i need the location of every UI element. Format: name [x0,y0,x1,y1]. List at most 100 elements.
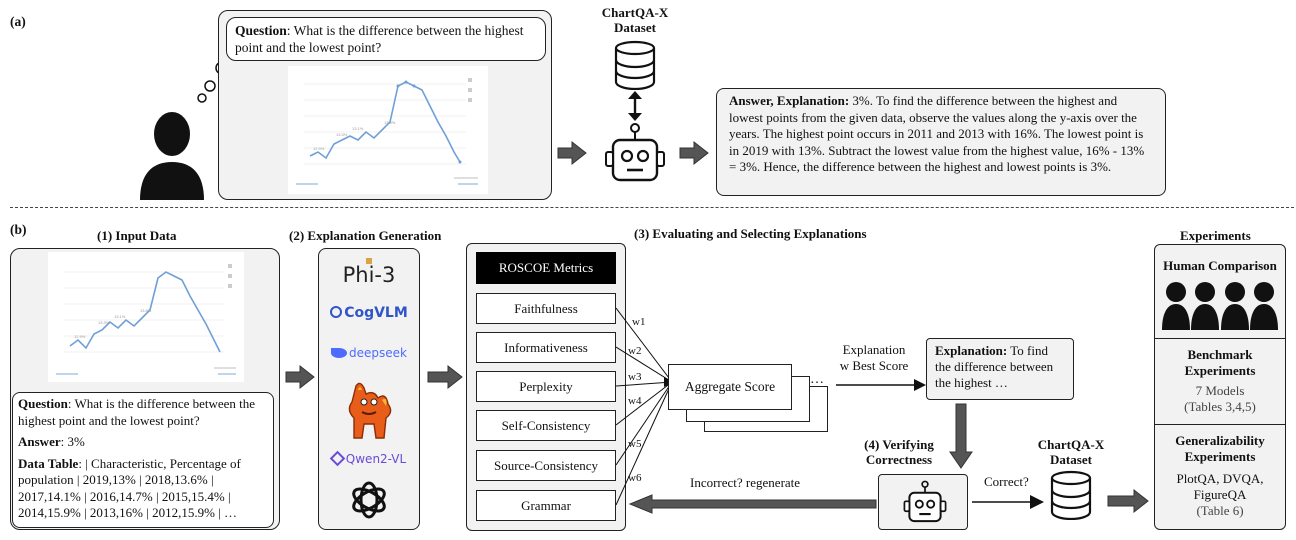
generalizability-datasets-line1: PlotQA, DVQA, [1176,471,1264,486]
generalizability-section: Generalizability Experiments PlotQA, DVQ… [1154,433,1286,519]
metric-source-consistency: Source-Consistency [476,450,616,481]
aggregate-score-label: Aggregate Score [684,379,776,394]
robot-icon-b [903,480,947,523]
chart-thumbnail-b: 12.9% 13.3% 13.1% 13.8% [48,252,244,382]
input-data-title: (1) Input Data [97,228,177,243]
data-table-label: Data Table [18,455,79,471]
weight-w6: w6 [628,472,642,484]
arrow-to-robot-a [557,140,587,166]
verify-title-line2: Correctness [865,452,933,467]
arrow-to-experiments [1107,488,1149,514]
generalizability-table: (Table 6) [1196,503,1244,518]
phi3-logo: Phi-3 [318,258,420,286]
weight-w1: w1 [632,316,646,328]
experiments-divider-2 [1154,424,1286,425]
qwen-label: Qwen2-VL [345,452,407,466]
chart-thumbnail-a: 12.9%13.3%13.1%13.8% [288,66,488,194]
phi3-label: Phi-3 [342,263,396,287]
deepseek-logo: deepseek [318,346,420,360]
arrow-to-answer-a [679,140,709,166]
qwen-icon [329,450,346,467]
arrow-regenerate [628,494,877,514]
arrow-to-evaluation [427,364,463,390]
dataset-title-a: ChartQA-X Dataset [590,5,680,35]
svg-text:13.8%: 13.8% [140,308,152,313]
dataset-title-line1-b: ChartQA-X [1037,437,1105,452]
weight-w2: w2 [628,345,642,357]
question-text-b: : What is the difference between the hig… [18,396,256,428]
weight-w5: w5 [628,438,642,450]
aggregate-score-card: Aggregate Score [668,364,792,410]
cogvlm-icon [330,306,343,318]
best-score-label: Explanation w Best Score [826,342,922,374]
svg-text:13.3%: 13.3% [98,320,110,325]
dataset-title-b: ChartQA-X Dataset [1026,437,1116,467]
metric-informativeness: Informativeness [476,332,616,363]
generalizability-datasets-line2: FigureQA [1193,487,1247,502]
experiments-divider-1 [1154,338,1286,339]
verify-title-line1: (4) Verifying [864,437,934,452]
dataset-title-line2-b: Dataset [1050,452,1092,467]
bidirectional-arrow-icon [628,91,642,121]
generalizability-title-line2: Experiments [1184,449,1256,464]
openai-logo-icon [352,481,386,519]
human-comparison-title: Human Comparison [1163,258,1277,273]
input-text-box: Question: What is the difference between… [12,392,274,528]
question-label-b: Question [18,396,68,411]
section-b-label: (b) [10,222,27,237]
database-icon-a [614,40,656,90]
deepseek-whale-icon [331,348,348,358]
people-group-icon [1162,282,1278,330]
best-score-line1: Explanation [842,342,906,357]
section-a-label: (a) [10,14,26,29]
qwen-logo: Qwen2-VL [318,450,420,467]
arrow-to-best-explanation [836,379,926,391]
weight-w3: w3 [628,371,642,383]
explanation-generation-title: (2) Explanation Generation [289,228,442,243]
best-score-line2: w Best Score [839,358,909,373]
llama-mascot-icon [348,382,392,439]
robot-icon-a [605,123,665,182]
arrow-to-generation [285,364,315,390]
answer-text-a: 3%. To find the difference between the h… [729,93,1145,174]
answer-label-a: Answer, Explanation: [729,93,850,108]
benchmark-tables: (Tables 3,4,5) [1184,399,1256,414]
question-text-a: : What is the difference between the hig… [235,23,524,55]
experiments-title: Experiments [1180,228,1251,243]
svg-text:13.8%: 13.8% [384,120,396,125]
person-icon [140,112,204,200]
dataset-title-line2-a: Dataset [614,20,656,35]
benchmark-section: Benchmark Experiments 7 Models (Tables 3… [1154,347,1286,415]
cogvlm-label: CogVLM [344,305,408,321]
roscoe-title: ROSCOE Metrics [476,252,616,284]
arrow-to-dataset-b [972,495,1044,509]
weight-lines [616,307,674,506]
svg-text:13.1%: 13.1% [114,314,126,319]
question-label-a: Question [235,23,287,38]
deepseek-label: deepseek [349,346,407,360]
metric-grammar: Grammar [476,490,616,521]
svg-text:12.9%: 12.9% [74,334,86,339]
weight-w4: w4 [628,395,642,407]
svg-text:13.3%: 13.3% [336,132,348,137]
best-explanation-text: To find the difference between the highe… [935,343,1054,390]
aggregate-ellipsis: … [810,372,824,387]
incorrect-regenerate-label: Incorrect? regenerate [690,475,801,490]
metric-self-consistency: Self-Consistency [476,410,616,441]
dataset-title-line1-a: ChartQA-X [601,5,669,20]
answer-text-b: : 3% [60,434,85,449]
database-icon-b [1050,470,1092,520]
answer-box-a: Answer, Explanation: 3%. To find the dif… [716,88,1166,196]
svg-text:13.1%: 13.1% [352,126,364,131]
correct-label: Correct? [984,474,1029,489]
benchmark-title-line1: Benchmark [1187,347,1253,362]
best-explanation-box: Explanation: To find the difference betw… [926,338,1074,400]
generalizability-title-line1: Generalizability [1175,433,1265,448]
arrow-to-verifier [949,403,973,469]
section-divider [10,207,1294,208]
best-explanation-label: Explanation: [935,343,1008,358]
benchmark-title-line2: Experiments [1184,363,1256,378]
data-table-text: : | Characteristic, Percentage of popula… [18,455,241,521]
metric-faithfulness: Faithfulness [476,293,616,324]
verify-title: (4) Verifying Correctness [850,437,948,467]
